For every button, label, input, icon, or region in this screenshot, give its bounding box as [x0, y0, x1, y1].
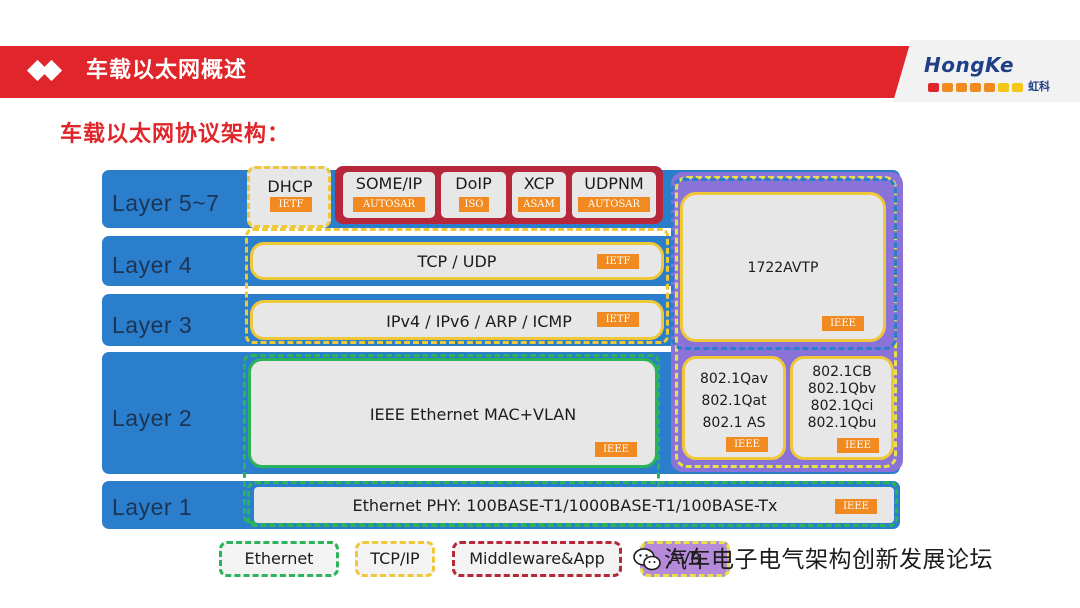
ieee-badge: IEEE: [595, 442, 637, 457]
tsn-standard: 802.1Qbu: [807, 415, 877, 431]
hongke-logo: HongKe: [924, 53, 1015, 77]
logo-cn-text: 虹科: [1028, 80, 1050, 93]
tsn-standard: 802.1Qbv: [807, 381, 877, 397]
ieee-badge: IEEE: [837, 438, 879, 453]
logo-dot: [942, 83, 953, 92]
layer-label: Layer 1: [112, 494, 193, 520]
autosar-badge: AUTOSAR: [578, 197, 650, 212]
ietf-badge: IETF: [597, 254, 639, 269]
avb-standard: 802.1Qav: [700, 371, 768, 387]
section-title: 车载以太网协议架构：: [60, 122, 291, 147]
tcpip-group-outline: [245, 228, 669, 344]
layer-label: Layer 4: [112, 252, 193, 278]
ieee-badge: IEEE: [726, 437, 768, 452]
iso-badge: ISO: [459, 197, 489, 212]
mac-vlan-label: IEEE Ethernet MAC+VLAN: [369, 405, 577, 424]
watermark-text: 汽车电子电气架构创新发展论坛: [664, 547, 993, 573]
avtp-label: 1722AVTP: [747, 260, 819, 276]
header-title: 车载以太网概述: [86, 58, 248, 83]
layer-label: Layer 3: [112, 312, 193, 338]
mac-vlan-box: [248, 358, 658, 468]
tcp-udp-box: [250, 242, 664, 280]
ietf-badge: IETF: [597, 312, 639, 327]
avb-standard: 802.1Qat: [701, 393, 767, 409]
logo-dot: [956, 83, 967, 92]
someip-label: SOME/IP: [355, 174, 423, 193]
legend-middleware: Middleware&App: [452, 541, 622, 577]
logo-dot: [984, 83, 995, 92]
logo-dot: [970, 83, 981, 92]
udpnm-label: UDPNM: [584, 174, 644, 193]
doip-label: DoIP: [455, 174, 492, 193]
dhcp-label: DHCP: [267, 177, 313, 196]
legend-ethernet: Ethernet: [219, 541, 339, 577]
tcp-udp-label: TCP / UDP: [417, 252, 497, 271]
ip-box: [250, 300, 664, 340]
layer-label: Layer 2: [112, 405, 193, 431]
avtp-outline: [671, 178, 897, 350]
avb-standard: 802.1 AS: [702, 415, 766, 431]
xcp-label: XCP: [523, 174, 555, 193]
layer-label: Layer 5~7: [112, 190, 220, 216]
autosar-badge: AUTOSAR: [353, 197, 425, 212]
logo-dot: [928, 83, 939, 92]
phy-label: Ethernet PHY: 100BASE-T1/1000BASE-T1/100…: [352, 496, 778, 515]
ethernet-phy-outline: [247, 481, 898, 527]
legend-tcpip: TCP/IP: [355, 541, 435, 577]
ieee-badge: IEEE: [835, 499, 877, 514]
phy-box: [254, 487, 894, 523]
tsn-standard: 802.1Qci: [810, 398, 874, 414]
ieee-badge: IEEE: [822, 316, 864, 331]
ip-label: IPv4 / IPv6 / ARP / ICMP: [386, 312, 572, 331]
logo-dot: [998, 83, 1009, 92]
logo-dot: [1012, 83, 1023, 92]
asam-badge: ASAM: [518, 197, 560, 212]
ietf-badge: IETF: [270, 197, 312, 212]
wechat-icon: [633, 548, 661, 571]
tsn-standard: 802.1CB: [812, 364, 872, 380]
